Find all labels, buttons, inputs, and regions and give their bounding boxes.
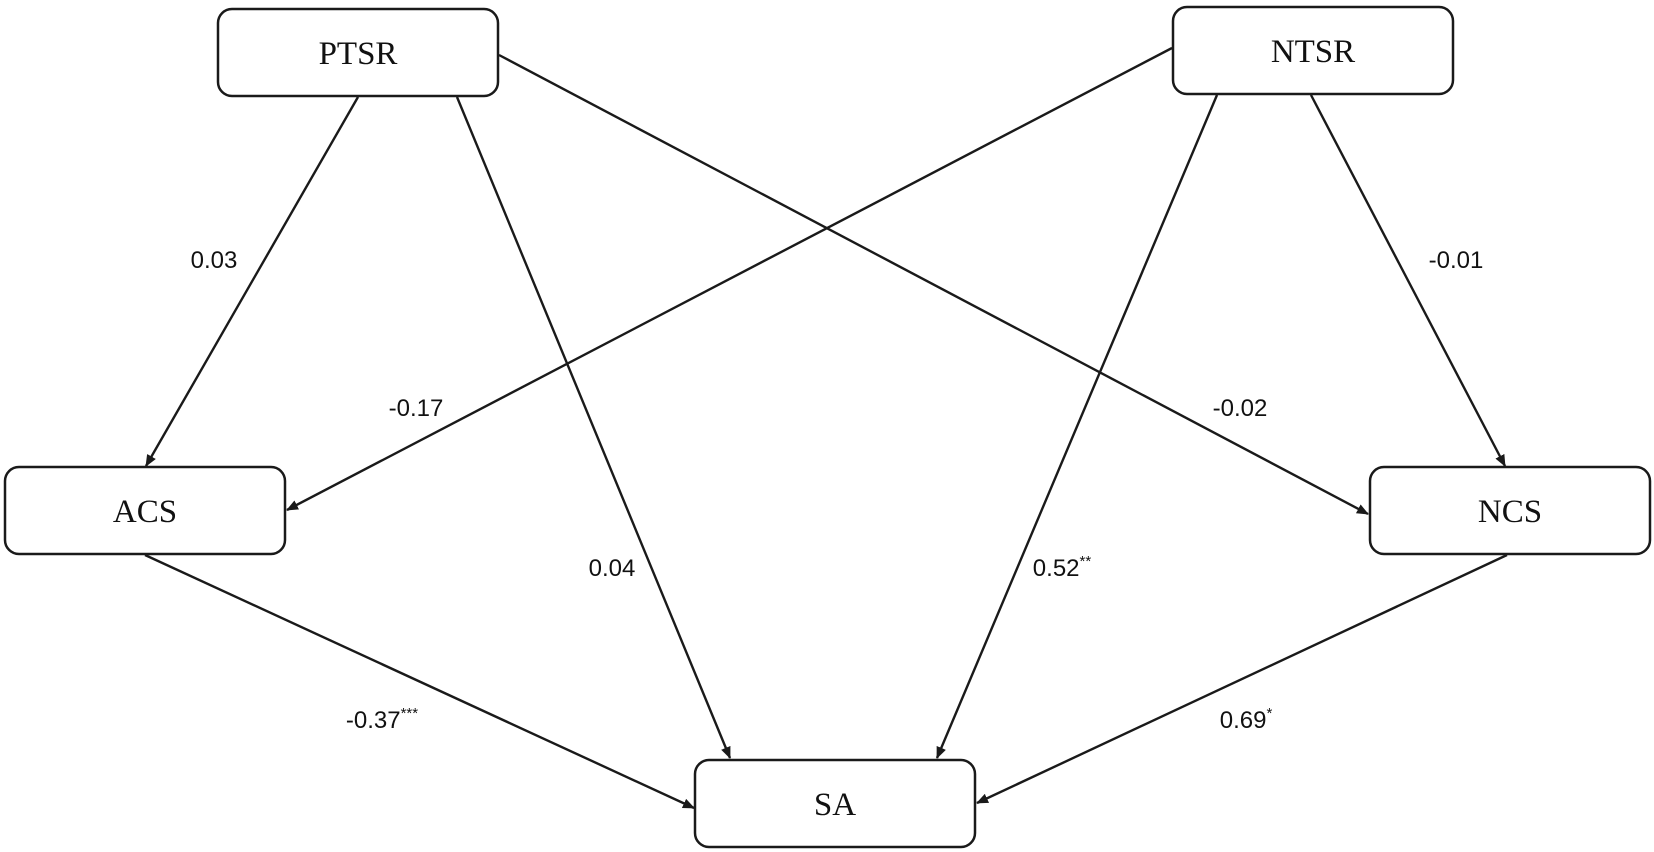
node-ncs: NCS — [1368, 465, 1652, 556]
coef-ntsr-sa: 0.52** — [1033, 553, 1092, 582]
edge-ntsr-acs — [286, 46, 1173, 512]
edge-ptsr-ncs — [498, 53, 1369, 516]
node-ptsr-label: PTSR — [319, 36, 398, 72]
coef-ptsr-sa: 0.04 — [589, 555, 636, 582]
coef-acs-sa: -0.37*** — [346, 705, 418, 734]
node-ntsr: NTSR — [1171, 5, 1455, 96]
coef-ntsr-ncs: -0.01 — [1429, 247, 1484, 274]
node-sa-label: SA — [814, 787, 856, 823]
node-ntsr-label: NTSR — [1271, 34, 1355, 70]
node-sa: SA — [693, 758, 977, 849]
edge-ptsr-sa — [455, 96, 732, 759]
node-ncs-label: NCS — [1478, 494, 1542, 530]
edge-ncs-sa — [976, 553, 1508, 805]
edge-ptsr-acs — [144, 96, 360, 467]
edge-ntsr-sa — [935, 94, 1219, 759]
coef-ntsr-acs: -0.17 — [389, 395, 444, 422]
node-acs-label: ACS — [113, 494, 177, 530]
edge-ntsr-ncs — [1309, 94, 1507, 467]
coef-ptsr-acs: 0.03 — [191, 247, 238, 274]
coef-ptsr-ncs: -0.02 — [1213, 395, 1268, 422]
coef-ncs-sa: 0.69* — [1220, 705, 1273, 734]
node-acs: ACS — [3, 465, 287, 556]
node-ptsr: PTSR — [216, 7, 500, 98]
edge-acs-sa — [144, 553, 695, 810]
